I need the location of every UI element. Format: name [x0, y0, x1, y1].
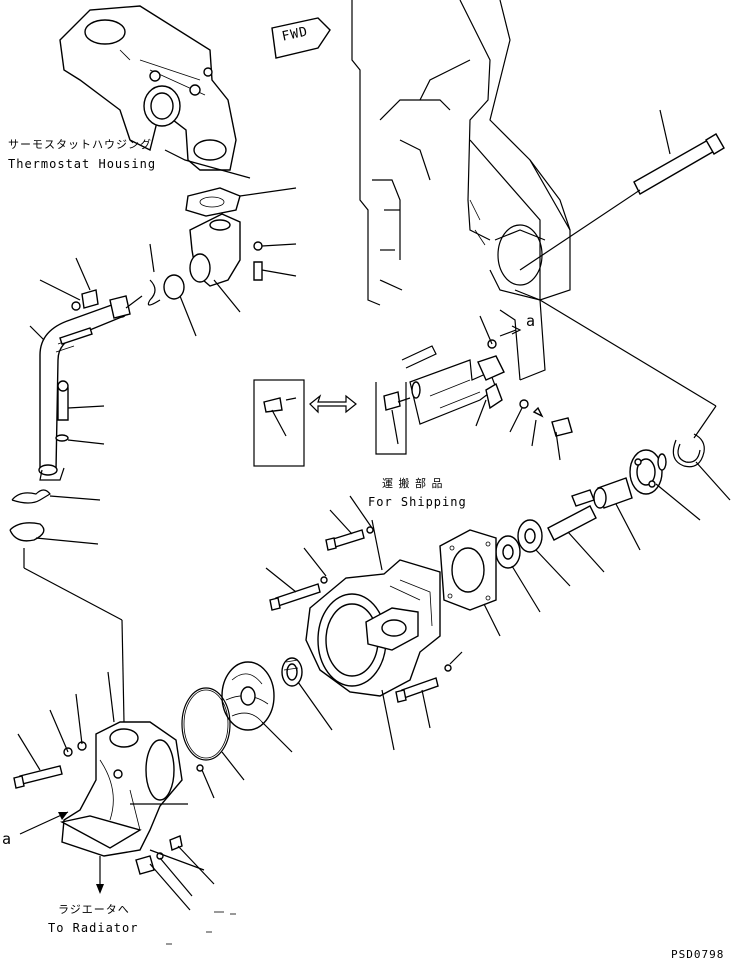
pump-shaft — [547, 477, 641, 573]
snap-ring — [672, 433, 731, 501]
leader-lines — [539, 299, 717, 439]
impeller-hub — [495, 519, 571, 613]
bearing — [629, 449, 701, 521]
ref-a-top: a — [526, 312, 537, 330]
reference-arrow-a — [19, 811, 69, 835]
to-radiator-label-en: To Radiator — [48, 921, 139, 935]
o-ring — [181, 687, 245, 799]
outlet-connector — [147, 213, 297, 337]
hose-clamp — [9, 489, 101, 545]
thermostat-housing-label-en: Thermostat Housing — [8, 157, 157, 171]
for-shipping-group — [253, 315, 573, 467]
pump-housing — [305, 519, 441, 751]
inlet-elbow — [23, 548, 188, 857]
trailing-marks — [166, 911, 236, 945]
to-radiator-arrow — [96, 856, 104, 894]
pump-cover-gasket — [439, 529, 501, 637]
for-shipping-label-en: For Shipping — [368, 495, 467, 509]
to-radiator-label-jp: ラジエータへ — [58, 903, 130, 916]
hose-pipe — [29, 257, 143, 481]
fwd-arrow — [271, 17, 331, 59]
for-shipping-label-jp: 運 搬 部 品 — [382, 477, 444, 490]
water-seal — [281, 657, 333, 731]
elbow-bolts — [13, 693, 215, 911]
drive-shaft — [519, 109, 725, 271]
thermostat-housing-label-jp: サーモスタットハウジング — [8, 138, 152, 151]
thermostat-housing — [59, 5, 251, 179]
outlet-gasket — [185, 187, 297, 217]
engine-block — [351, 0, 571, 381]
ref-a-bottom: a — [2, 830, 13, 848]
housing-bolts — [265, 495, 463, 729]
drawing-code: PSD0798 — [671, 948, 725, 961]
impeller — [221, 661, 293, 753]
